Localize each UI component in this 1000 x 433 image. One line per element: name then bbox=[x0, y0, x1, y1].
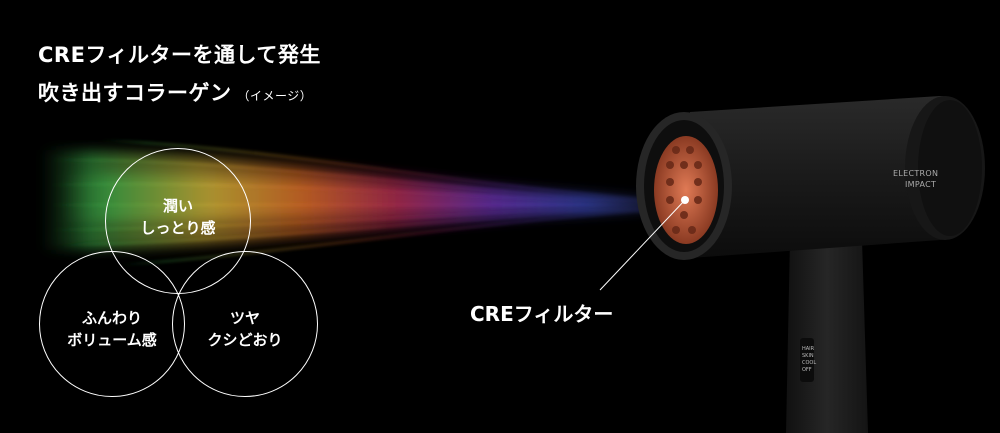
venn-label-top-line2: しっとり感 bbox=[140, 219, 216, 237]
cre-filter-label: CREフィルター bbox=[470, 302, 614, 326]
headline-line1: CREフィルターを通して発生 bbox=[38, 43, 321, 67]
headline-line2: 吹き出すコラーゲン （イメージ） bbox=[38, 74, 321, 115]
venn-circle-right bbox=[172, 251, 318, 397]
brand-line1: ELECTRON bbox=[893, 169, 939, 178]
headline-line2-text: 吹き出すコラーゲン bbox=[38, 81, 232, 105]
venn-label-left-line1: ふんわり bbox=[81, 309, 142, 327]
headline: CREフィルターを通して発生 吹き出すコラーゲン （イメージ） bbox=[38, 36, 321, 115]
brand-line2: IMPACT bbox=[905, 180, 937, 189]
venn-label-right-line2: クシどおり bbox=[207, 331, 283, 349]
venn-label-right-line1: ツヤ bbox=[229, 309, 260, 327]
venn-label-left-line2: ボリューム感 bbox=[67, 331, 157, 349]
mode-cool: COOL bbox=[802, 360, 817, 366]
filter-callout-line bbox=[599, 199, 686, 291]
mode-skin: SKIN bbox=[802, 353, 814, 359]
mode-hair: HAIR bbox=[802, 346, 815, 352]
venn-label-right: ツヤ クシどおり bbox=[175, 307, 315, 351]
headline-note: （イメージ） bbox=[237, 89, 313, 103]
venn-label-top-line1: 潤い bbox=[162, 197, 193, 215]
venn-label-top: 潤い しっとり感 bbox=[108, 195, 248, 239]
venn-label-left: ふんわり ボリューム感 bbox=[42, 307, 182, 351]
dryer-brand-text: ELECTRON IMPACT bbox=[893, 168, 938, 190]
mode-off: OFF bbox=[802, 367, 812, 373]
mode-switch-labels: HAIR SKIN COOL OFF bbox=[802, 346, 816, 374]
